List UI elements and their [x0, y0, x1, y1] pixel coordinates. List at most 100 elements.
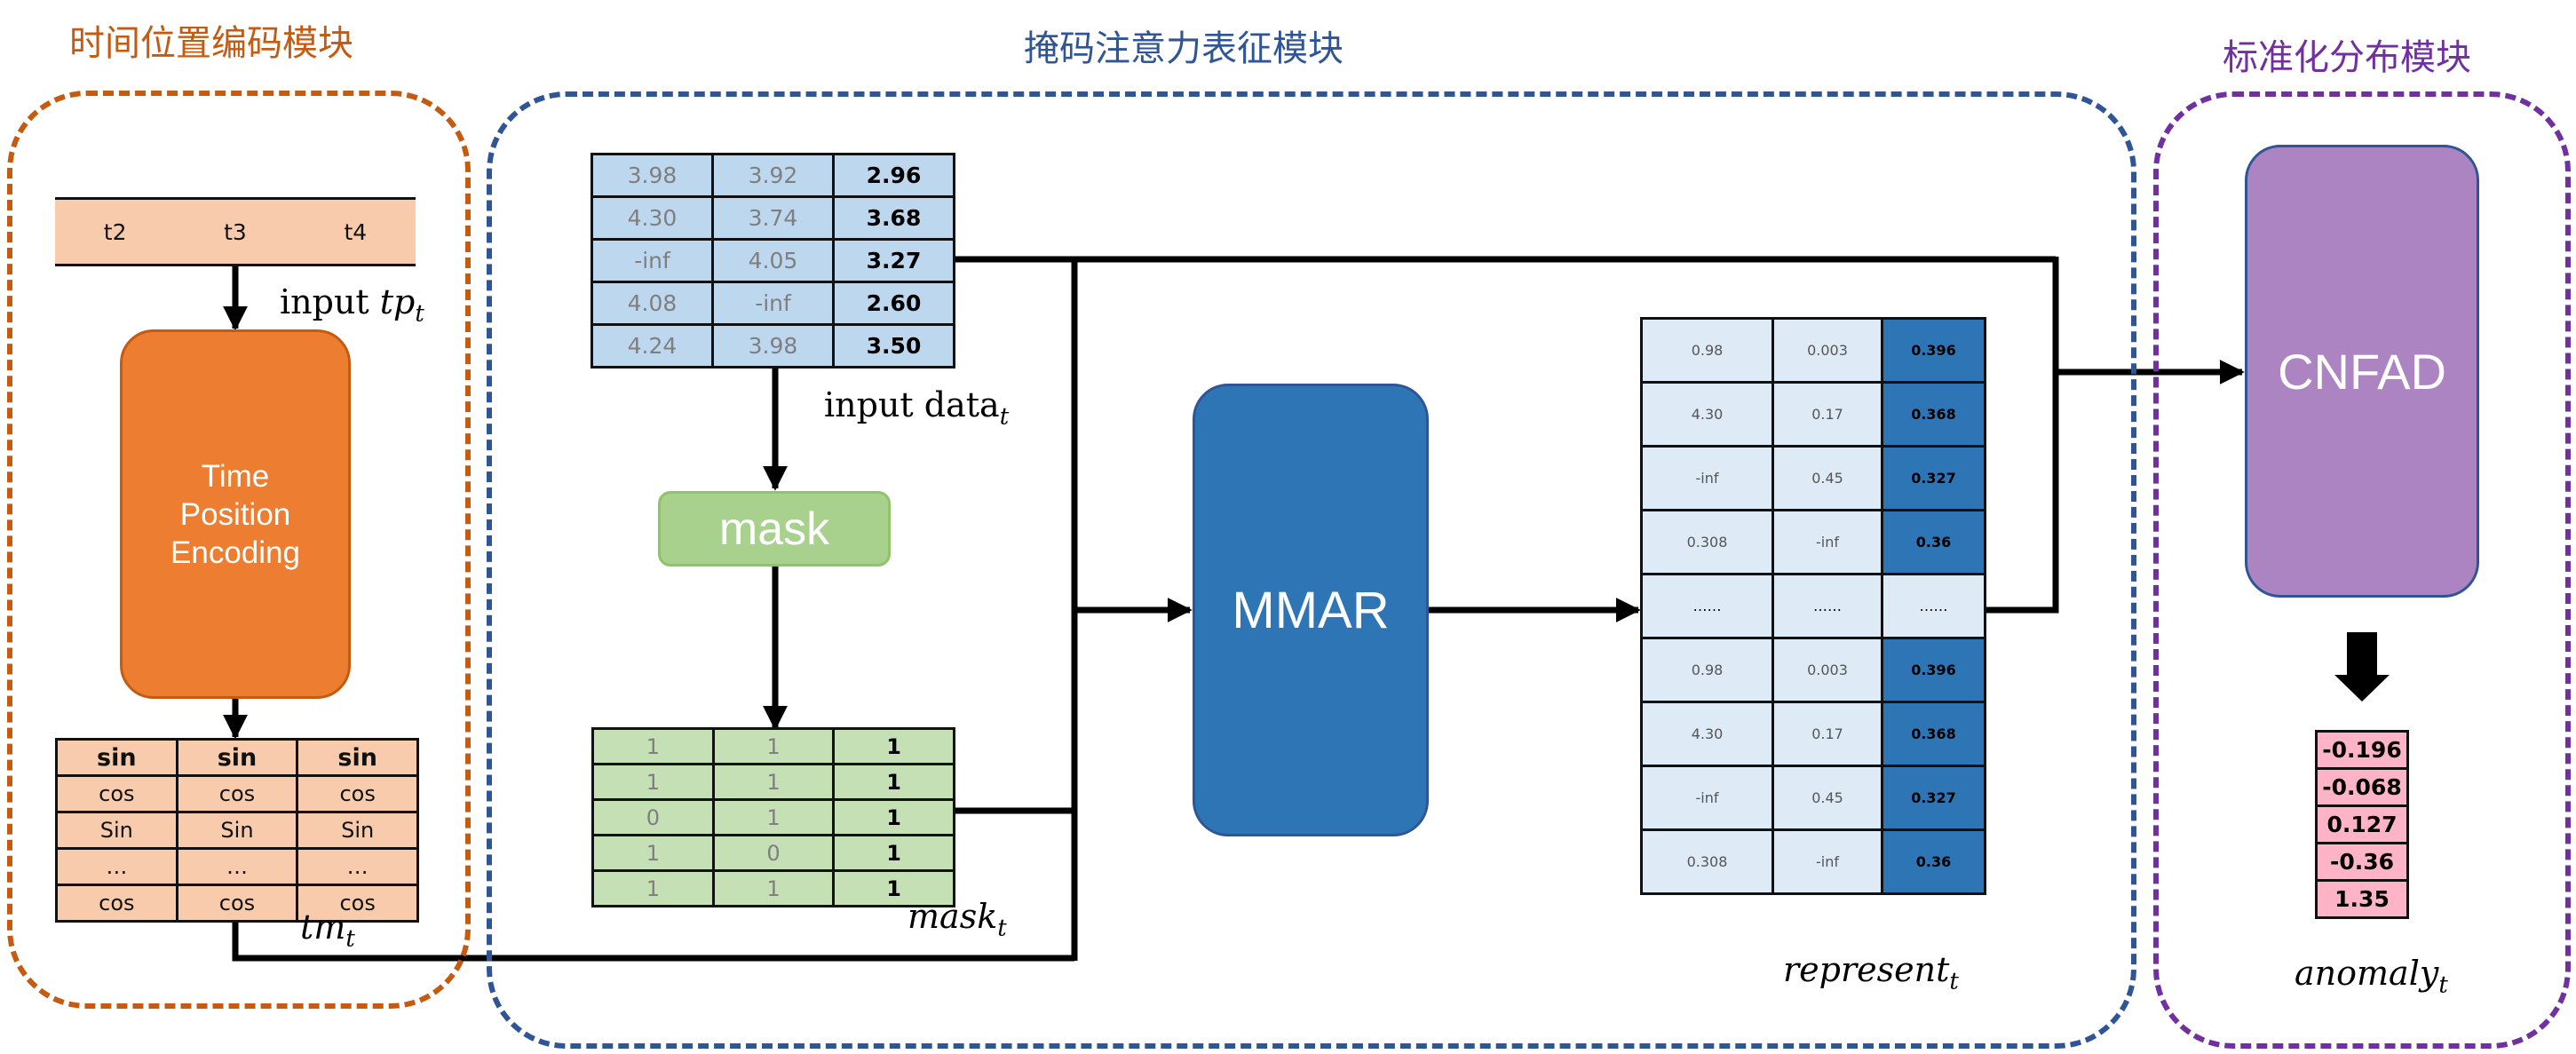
table-cell: 1.35: [2315, 879, 2409, 919]
table-row: ………………: [1640, 573, 1986, 639]
label-sub: t: [345, 925, 355, 953]
table-cell: 0.003: [1771, 317, 1883, 384]
label-var: anomaly: [2295, 954, 2439, 993]
table-row: t2 t3 t4: [55, 197, 416, 266]
table-cell: 1: [591, 869, 715, 907]
module-title-mask-attention: 掩码注意力表征模块: [1024, 28, 1343, 69]
label-input-tp: input tpt: [280, 282, 424, 328]
table-cell: 0.45: [1771, 445, 1883, 511]
table-cell: 3.50: [832, 323, 955, 369]
table-cell: 0.45: [1771, 765, 1883, 831]
table-cell: t3: [175, 197, 296, 266]
table-cell: 4.30: [1640, 701, 1774, 767]
label-sub: t: [999, 403, 1010, 431]
table-cell: 1: [832, 798, 955, 836]
table-cell: …: [55, 847, 178, 886]
table-cell: -inf: [590, 238, 714, 283]
label-mask: maskt: [908, 897, 1007, 942]
mask-box: mask: [658, 491, 891, 567]
table-cell: -inf: [1640, 765, 1774, 831]
table-cell: t2: [55, 197, 176, 266]
table-cell: 1: [711, 763, 836, 801]
table-cell: 1: [591, 834, 715, 872]
table-cell: Sin: [55, 811, 178, 850]
table-cell: 4.24: [590, 323, 714, 369]
table-cell: 0.327: [1881, 765, 1986, 831]
table-cell: 0.327: [1881, 445, 1986, 511]
table-cell: -inf: [711, 281, 835, 326]
table-row: 1.35: [2315, 879, 2409, 919]
table-cell: 1: [832, 763, 955, 801]
table-cell: -inf: [1771, 509, 1883, 575]
table-cell: 4.30: [590, 195, 714, 241]
module-title-normalized-distribution: 标准化分布模块: [2223, 37, 2471, 78]
table-cell: -inf: [1771, 828, 1883, 895]
table-cell: Sin: [175, 811, 299, 850]
label-var: represent: [1783, 950, 1950, 989]
table-cell: …: [296, 847, 419, 886]
table-cell: Sin: [296, 811, 419, 850]
frame-mask-attention: [487, 91, 2136, 1049]
table-cell: 0.308: [1640, 828, 1774, 895]
table-cell: 0.17: [1771, 381, 1883, 448]
table-cell: 1: [832, 869, 955, 907]
table-cell: cos: [296, 884, 419, 923]
label-sub: t: [997, 915, 1007, 942]
table-cell: 0.36: [1881, 828, 1986, 895]
table-cell: cos: [175, 774, 299, 813]
table-cell: 0.003: [1771, 637, 1883, 703]
table-cell: 2.60: [832, 281, 955, 326]
table-cell: 0.127: [2315, 804, 2409, 844]
table-cell: cos: [55, 774, 178, 813]
table-cell: 3.98: [711, 323, 835, 369]
table-cell: 4.30: [1640, 381, 1774, 448]
table-cell: 3.27: [832, 238, 955, 283]
label-input-data: input datat: [824, 385, 1009, 431]
table-cell: t4: [295, 197, 416, 266]
table-cell: 1: [711, 869, 836, 907]
time-position-encoding-box: Time Position Encoding: [120, 329, 351, 699]
table-cell: sin: [175, 738, 299, 777]
cnfad-box: CNFAD: [2245, 145, 2479, 598]
table-cell: 1: [591, 727, 715, 765]
table-cell: 0.98: [1640, 317, 1774, 384]
tpe-line: Position: [179, 496, 291, 532]
mmar-box: MMAR: [1193, 384, 1429, 836]
frame-normalized-distribution: [2153, 91, 2571, 1049]
module-title-time-position: 时间位置编码模块: [69, 23, 353, 64]
table-cell: 1: [832, 727, 955, 765]
table-cell: 3.98: [590, 153, 714, 198]
arrow-cnfad-to-anomaly: [2334, 632, 2390, 701]
table-cell: 0.368: [1881, 701, 1986, 767]
table-cell: -0.36: [2315, 842, 2409, 882]
table-cell: cos: [55, 884, 178, 923]
label-var: tp: [379, 282, 416, 321]
table-cell: -0.196: [2315, 730, 2409, 770]
table-cell: 1: [711, 727, 836, 765]
frame-time-position: [7, 91, 471, 1009]
label-var: mask: [908, 897, 998, 936]
table-cell: ……: [1771, 573, 1883, 639]
table-row: 0.127: [2315, 804, 2409, 844]
label-sub: t: [1949, 968, 1959, 995]
label-text: input data: [824, 385, 1000, 424]
label-anomaly: anomalyt: [2295, 954, 2448, 999]
table-cell: 1: [591, 763, 715, 801]
table-cell: -inf: [1640, 445, 1774, 511]
